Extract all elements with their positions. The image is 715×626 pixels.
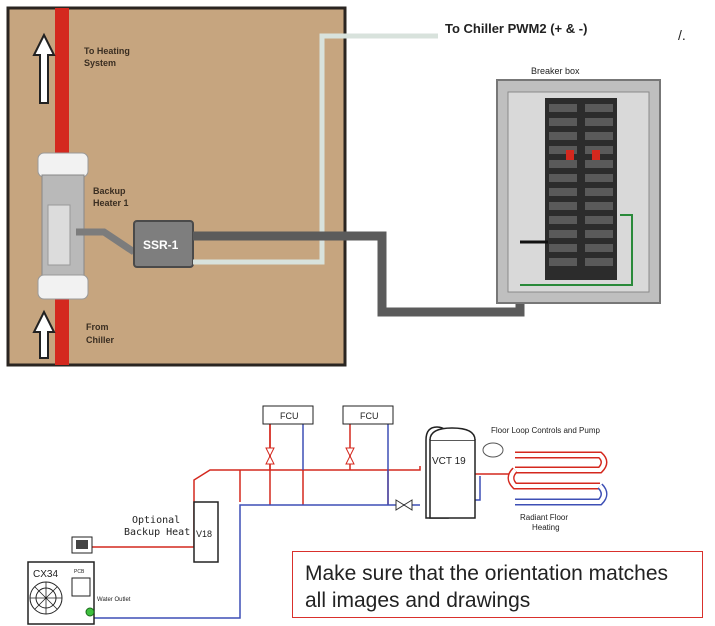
valve-icon <box>345 447 355 465</box>
optional-heat-label-2: Backup Heat <box>124 527 190 538</box>
breaker-box <box>496 79 661 304</box>
breaker-box-label: Breaker box <box>531 66 580 76</box>
backup-heater <box>37 152 89 300</box>
radiant-floor-label: Radiant Floor <box>520 513 568 522</box>
valve-icon <box>265 447 275 465</box>
orientation-note-text: Make sure that the orientation matches a… <box>305 562 669 612</box>
v18-heater <box>193 501 219 563</box>
radiant-floor-label-2: Heating <box>532 523 560 532</box>
vct-label: VCT 19 <box>432 456 466 467</box>
fcu-box-left <box>262 405 314 425</box>
floor-loop-label: Floor Loop Controls and Pump <box>491 426 601 435</box>
v18-label: V18 <box>196 529 212 539</box>
ssr-label: SSR-1 <box>143 238 179 252</box>
up-arrow-icon <box>32 309 56 359</box>
cx34-unit <box>27 536 95 625</box>
fcu-label-right: FCU <box>360 411 379 421</box>
pcb-label: PCB <box>74 569 85 575</box>
to-heating-label: To Heating <box>84 46 130 56</box>
ssr-box <box>133 220 194 268</box>
fcu-box-right <box>342 405 394 425</box>
backup-heater-label: Backup <box>93 186 126 196</box>
signal-cable <box>193 33 438 265</box>
stray-mark: /. <box>678 27 686 43</box>
cx34-label: CX34 <box>33 569 58 580</box>
valve-icon <box>395 499 413 511</box>
heater-conduit <box>76 228 136 255</box>
pump-icon <box>482 442 504 458</box>
vct-tank-body <box>429 439 476 519</box>
from-chiller-label: From <box>86 322 109 332</box>
to-chiller-label: To Chiller PWM2 (+ & -) <box>445 21 587 36</box>
optional-heat-label: Optional <box>132 515 180 526</box>
up-arrow-icon <box>32 32 56 104</box>
water-outlet-label: Water Outlet <box>97 597 131 603</box>
backup-heater-label-2: Heater 1 <box>93 198 129 208</box>
to-heating-label-2: System <box>84 58 116 68</box>
from-chiller-label-2: Chiller <box>86 335 115 345</box>
fcu-label-left: FCU <box>280 411 299 421</box>
floor-loops <box>507 451 608 506</box>
orientation-note: Make sure that the orientation matches a… <box>292 551 703 618</box>
